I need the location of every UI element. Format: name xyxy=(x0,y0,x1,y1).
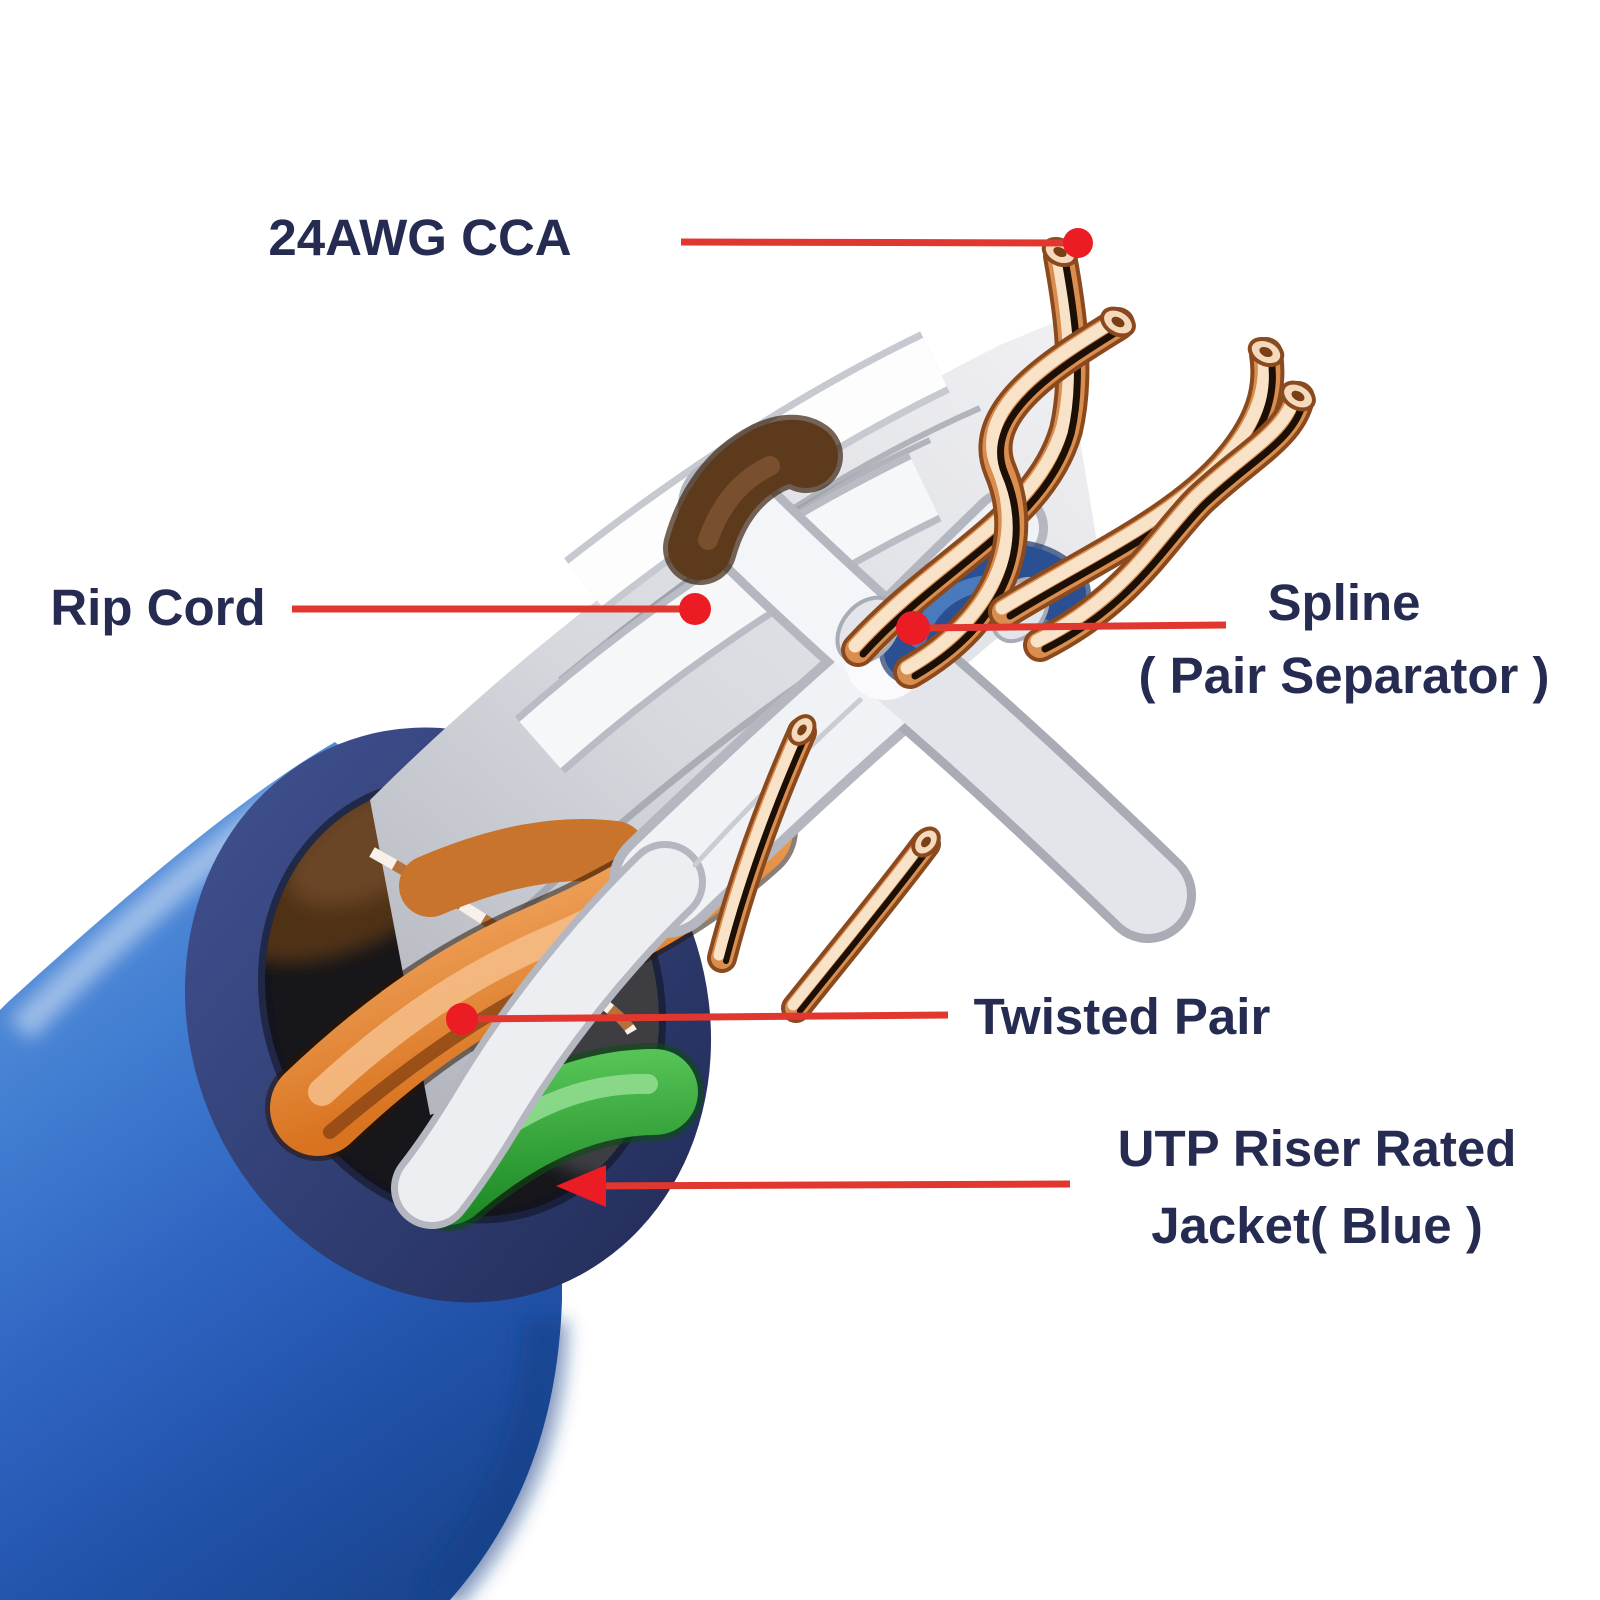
label-rip-cord: Rip Cord xyxy=(50,579,266,636)
leader-dot-awg xyxy=(1063,228,1093,258)
leader-jacket xyxy=(574,1180,1071,1190)
leader-lines xyxy=(292,228,1227,1207)
copper-wire-tips xyxy=(787,236,1316,858)
leader-spline xyxy=(914,621,1227,632)
label-spline-line2: ( Pair Separator ) xyxy=(1138,647,1550,704)
label-spline: Spline ( Pair Separator ) xyxy=(1118,566,1570,712)
leader-dot-rip-cord xyxy=(679,593,711,625)
leader-awg xyxy=(680,238,1073,247)
leader-arrow-jacket xyxy=(556,1165,606,1207)
label-jacket-line1: UTP Riser Rated xyxy=(1117,1120,1517,1177)
brown-pair xyxy=(663,414,843,585)
label-spline-line1: Spline xyxy=(1267,574,1421,631)
label-twisted-pair: Twisted Pair xyxy=(973,988,1271,1045)
label-jacket-line2: Jacket( Blue ) xyxy=(1151,1197,1483,1254)
leader-dot-twisted-pair xyxy=(446,1003,478,1035)
leader-dot-spline xyxy=(896,611,930,645)
leader-twisted-pair xyxy=(463,1011,949,1023)
copper-conductors xyxy=(719,236,1316,1011)
label-awg: 24AWG CCA xyxy=(268,209,572,266)
label-jacket: UTP Riser Rated Jacket( Blue ) xyxy=(1078,1110,1556,1264)
